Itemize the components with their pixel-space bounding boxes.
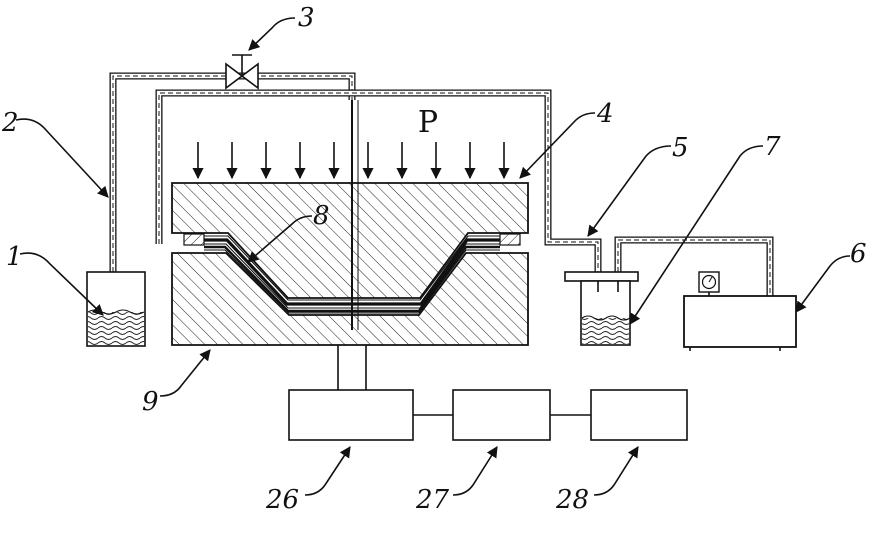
label-5: 5 — [672, 133, 689, 163]
right-seal — [500, 234, 520, 245]
label-2: 2 — [1, 108, 19, 138]
label-28: 28 — [555, 485, 589, 515]
label-3: 3 — [298, 3, 315, 33]
label-4: 4 — [596, 99, 614, 129]
left-seal — [184, 234, 204, 245]
label-9: 9 — [142, 387, 159, 417]
pressure-label: P — [418, 105, 438, 140]
label-8: 8 — [313, 201, 330, 231]
control-box-27 — [453, 390, 550, 440]
control-box-28 — [591, 390, 687, 440]
label-27: 27 — [415, 485, 450, 515]
label-26: 26 — [265, 485, 299, 515]
label-7: 7 — [764, 132, 781, 162]
label-6: 6 — [850, 239, 867, 269]
support-column — [338, 345, 366, 390]
resin-trap — [565, 272, 638, 345]
label-1: 1 — [6, 242, 23, 272]
valve — [226, 55, 258, 88]
control-box-26 — [289, 390, 413, 440]
pressure-gauge-icon — [699, 272, 719, 296]
vacuum-pump — [684, 296, 796, 351]
